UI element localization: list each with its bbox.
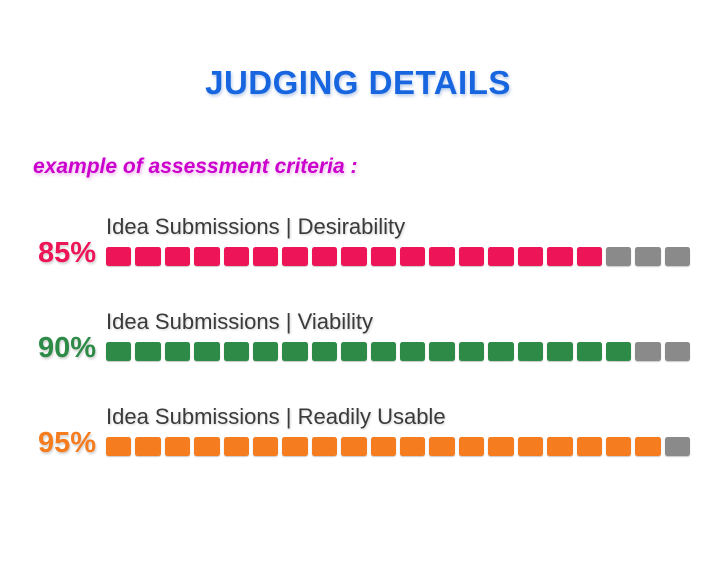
bar-segment-filled <box>576 247 602 266</box>
progress-bar <box>106 342 691 361</box>
bar-segment-filled <box>253 247 279 266</box>
bar-segment-filled <box>400 247 426 266</box>
bar-segment-filled <box>282 437 308 456</box>
criteria-label: Idea Submissions | Viability <box>106 309 373 334</box>
bar-segment-filled <box>164 342 191 361</box>
bar-segment-filled <box>370 247 397 266</box>
bar-column: Idea Submissions | Desirability <box>106 214 691 266</box>
criteria-label: Idea Submissions | Desirability <box>106 214 406 239</box>
bar-segment-filled <box>429 437 455 456</box>
percent-label: 95% <box>37 427 96 459</box>
bar-segment-filled <box>194 247 220 266</box>
assessment-criteria-subtitle: example of assessment criteria : <box>33 155 358 178</box>
bar-segment-filled <box>400 342 426 361</box>
bar-segment-filled <box>106 247 132 266</box>
bar-segment-filled <box>517 247 544 266</box>
bar-column: Idea Submissions | Viability <box>106 309 691 361</box>
bar-segment-filled <box>135 342 161 361</box>
bar-segment-filled <box>429 247 455 266</box>
bar-segment-filled <box>517 437 544 456</box>
bar-segment-filled <box>106 342 132 361</box>
progress-bar <box>106 437 691 456</box>
criteria-row: 95% Idea Submissions | Readily Usable <box>32 404 691 459</box>
bar-segment-filled <box>458 342 485 361</box>
bar-segment-filled <box>547 342 573 361</box>
bar-segment-filled <box>341 342 367 361</box>
bar-segment-filled <box>253 437 279 456</box>
bar-segment-filled <box>341 247 367 266</box>
bar-segment-filled <box>341 437 367 456</box>
bar-segment-filled <box>458 437 485 456</box>
percent-label: 90% <box>37 332 96 364</box>
bar-segment-filled <box>370 342 397 361</box>
bar-segment-empty <box>635 342 661 361</box>
percent-label: 85% <box>37 237 96 269</box>
bar-segment-empty <box>635 247 661 266</box>
bar-segment-filled <box>311 247 338 266</box>
criteria-row: 85% Idea Submissions | Desirability <box>32 214 691 269</box>
bar-segment-empty <box>664 342 691 361</box>
bar-segment-empty <box>664 247 691 266</box>
bar-segment-filled <box>488 247 514 266</box>
bar-segment-filled <box>282 247 308 266</box>
bar-segment-filled <box>164 437 191 456</box>
bar-segment-filled <box>223 342 250 361</box>
bar-segment-filled <box>194 437 220 456</box>
bar-segment-filled <box>223 247 250 266</box>
bar-segment-filled <box>106 437 132 456</box>
bar-segment-filled <box>429 342 455 361</box>
bar-segment-empty <box>664 437 691 456</box>
bar-segment-filled <box>400 437 426 456</box>
bar-segment-filled <box>576 437 602 456</box>
bar-segment-filled <box>458 247 485 266</box>
bar-segment-filled <box>135 437 161 456</box>
bar-segment-filled <box>370 437 397 456</box>
criteria-row: 90% Idea Submissions | Viability <box>32 309 691 364</box>
bar-segment-empty <box>605 247 632 266</box>
bar-segment-filled <box>311 342 338 361</box>
bar-segment-filled <box>282 342 308 361</box>
bar-segment-filled <box>547 437 573 456</box>
bar-segment-filled <box>576 342 602 361</box>
bar-segment-filled <box>488 437 514 456</box>
progress-bar <box>106 247 691 266</box>
bar-segment-filled <box>517 342 544 361</box>
criteria-label: Idea Submissions | Readily Usable <box>106 404 446 429</box>
bar-segment-filled <box>164 247 191 266</box>
bar-segment-filled <box>223 437 250 456</box>
bar-segment-filled <box>488 342 514 361</box>
bar-segment-filled <box>311 437 338 456</box>
bar-column: Idea Submissions | Readily Usable <box>106 404 691 456</box>
bar-segment-filled <box>635 437 661 456</box>
bar-segment-filled <box>194 342 220 361</box>
bar-segment-filled <box>253 342 279 361</box>
bar-segment-filled <box>605 342 632 361</box>
slide-title: JUDGING DETAILS <box>205 64 511 101</box>
progress-bars-area: 85% Idea Submissions | Desirability 90% Ide… <box>32 214 691 459</box>
bar-segment-filled <box>135 247 161 266</box>
bar-segment-filled <box>605 437 632 456</box>
bar-segment-filled <box>547 247 573 266</box>
